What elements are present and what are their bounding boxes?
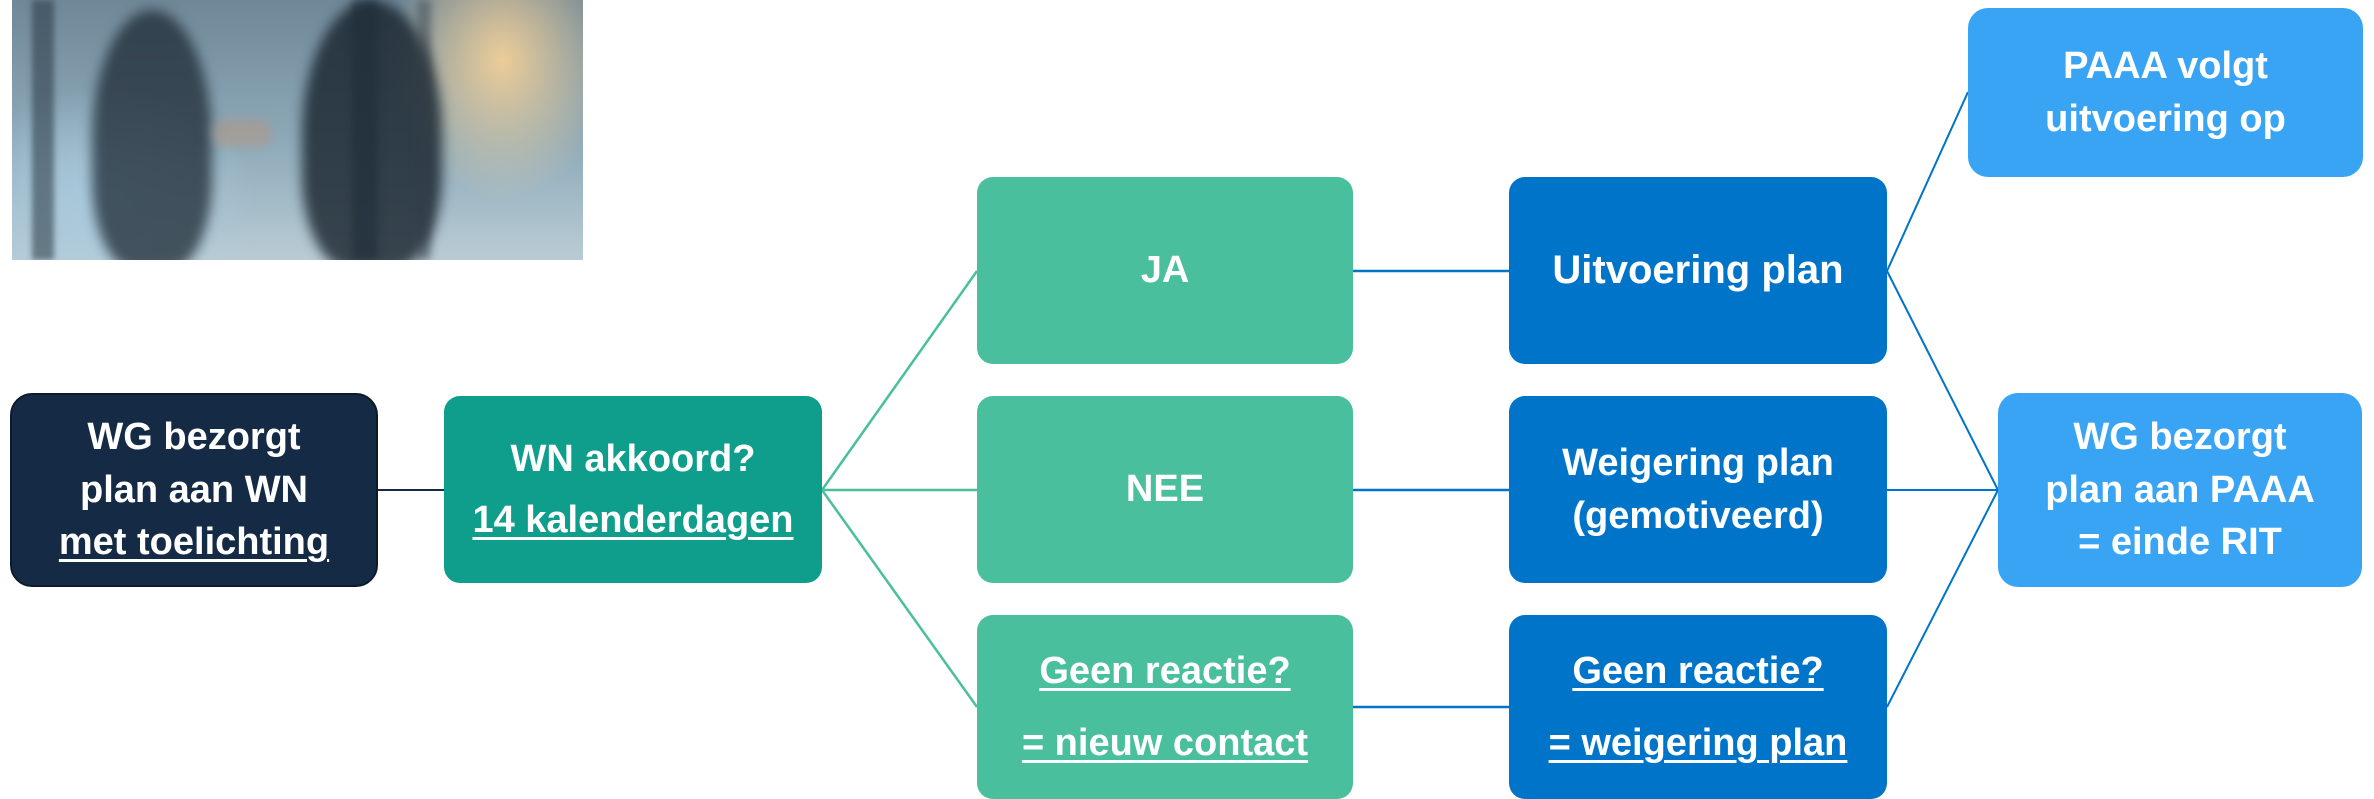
box-weigering-plan: Weigering plan (gemotiveerd) xyxy=(1509,396,1887,583)
connector-uitvoering-to-paaa xyxy=(1886,91,1969,272)
box-akkoord-line1: WN akkoord? xyxy=(510,437,756,480)
box-start-line1: WG bezorgt xyxy=(87,416,301,459)
box-wg-bezorgt-plan-wn: WG bezorgt plan aan WN met toelichting xyxy=(10,393,378,587)
box-akkoord-line2: 14 kalenderdagen xyxy=(472,498,794,541)
box-paaa-volgt-uitvoering: PAAA volgt uitvoering op xyxy=(1968,8,2363,177)
box-start-line2: plan aan WN xyxy=(79,468,309,511)
box-einde-rit: WG bezorgt plan aan PAAA = einde RIT xyxy=(1998,393,2362,587)
box-weigering-plan-line1: Geen reactie? xyxy=(1572,649,1824,692)
box-uitvoering-label: Uitvoering plan xyxy=(1552,247,1844,292)
box-nee-label: NEE xyxy=(1125,468,1205,511)
box-wn-akkoord: WN akkoord? 14 kalenderdagen xyxy=(444,396,822,583)
box-einde-line1: WG bezorgt xyxy=(2073,416,2287,459)
connector-akkoord-to-ja xyxy=(820,270,979,491)
box-einde-line2: plan aan PAAA xyxy=(2045,468,2315,511)
box-weigering-plan-line2: = weigering plan xyxy=(1548,722,1848,764)
connector-akkoord-to-geen xyxy=(820,489,979,708)
box-geen-line2: = nieuw contact xyxy=(1021,722,1309,764)
box-einde-line3: = einde RIT xyxy=(2078,521,2282,564)
photo-pillar-right xyxy=(352,0,378,260)
box-uitvoering-plan: Uitvoering plan xyxy=(1509,177,1887,364)
box-nee: NEE xyxy=(977,396,1353,583)
photo-person-left xyxy=(92,10,212,260)
box-start-line3: met toelichting xyxy=(58,521,330,564)
box-ja: JA xyxy=(977,177,1353,364)
box-weigering-line2: (gemotiveerd) xyxy=(1572,494,1824,537)
box-geen-line1: Geen reactie? xyxy=(1039,649,1291,692)
box-ja-label: JA xyxy=(1140,249,1190,292)
handshake-photo xyxy=(12,0,583,260)
box-paaa-line2: uitvoering op xyxy=(2045,97,2286,140)
box-paaa-line1: PAAA volgt xyxy=(2063,45,2268,88)
connector-uitvoering-to-einde xyxy=(1886,270,1999,491)
photo-pillar-far-right xyxy=(417,0,431,260)
box-geen-reactie: Geen reactie? = nieuw contact xyxy=(977,615,1353,799)
photo-pillar-left xyxy=(32,0,54,260)
photo-handshake xyxy=(212,120,272,146)
connector-weigering-plan-to-einde xyxy=(1886,489,1999,708)
box-weigering-line1: Weigering plan xyxy=(1562,442,1834,485)
box-geen-reactie-weigering: Geen reactie? = weigering plan xyxy=(1509,615,1887,799)
